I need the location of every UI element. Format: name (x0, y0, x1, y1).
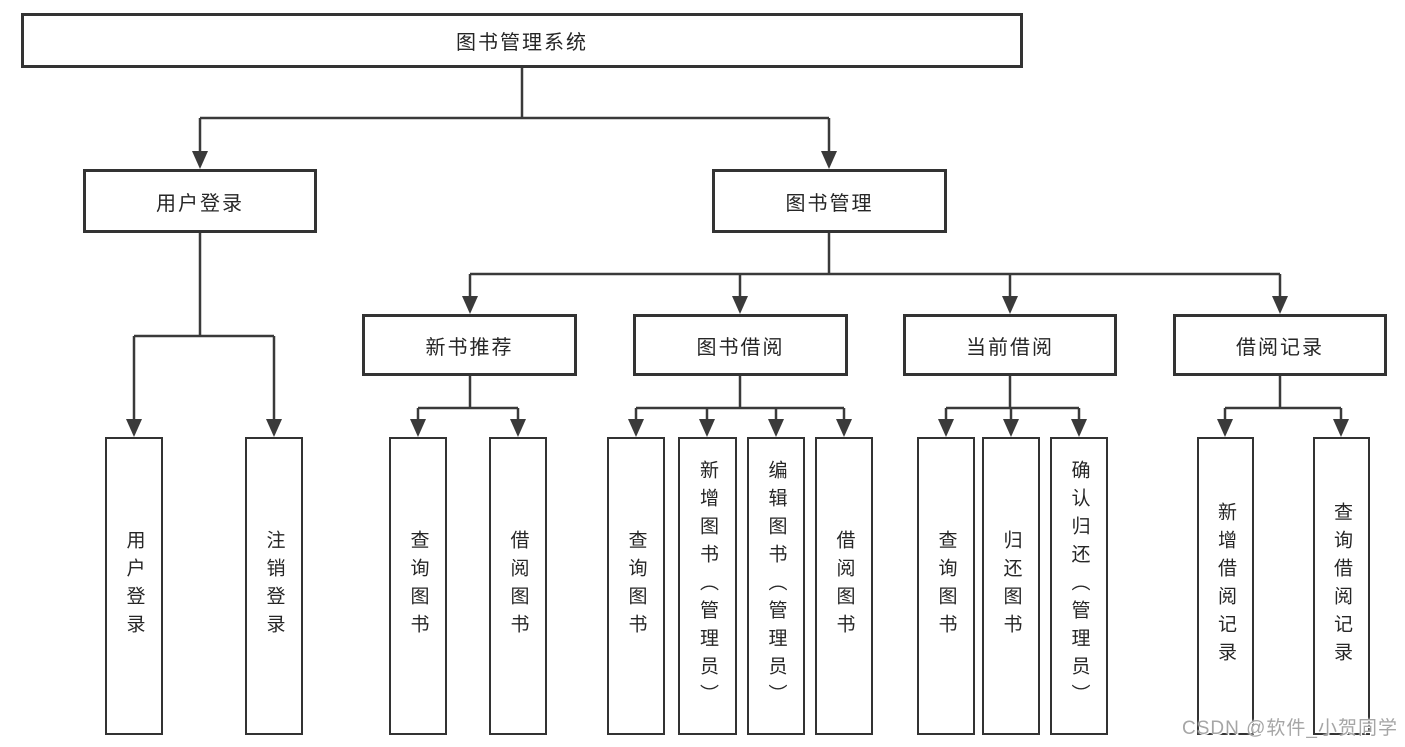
leaf-label: 查询图书 (935, 530, 957, 642)
connector-current-to-leaves (938, 376, 1087, 437)
node-book-management: 图书管理 (712, 169, 947, 233)
leaf-label: 查询图书 (625, 530, 647, 642)
leaf-label: 用户登录 (123, 530, 145, 642)
node-label: 图书管理系统 (456, 32, 588, 54)
leaf-label: 编辑图书（管理员） (765, 460, 787, 712)
leaf-label: 借阅图书 (833, 530, 855, 642)
leaf-borrow-books-recommend: 借阅图书 (489, 437, 547, 735)
node-label: 当前借阅 (966, 336, 1054, 359)
connector-newbooks-to-leaves (410, 376, 526, 437)
leaf-query-books-current: 查询图书 (917, 437, 975, 735)
node-label: 图书借阅 (696, 336, 785, 359)
csdn-watermark: CSDN @软件_小贺同学 (1182, 718, 1398, 739)
connector-bookmgmt-to-groups (462, 233, 1288, 314)
leaf-label: 归还图书 (1000, 530, 1022, 642)
leaf-label: 借阅图书 (507, 530, 529, 642)
connector-borrow-to-leaves (628, 376, 852, 437)
connector-root-to-level1 (192, 68, 837, 169)
node-label: 图书管理 (785, 192, 874, 215)
connector-login-to-leaves (126, 233, 282, 437)
leaf-add-book-admin: 新增图书（管理员） (678, 437, 737, 735)
leaf-label: 查询图书 (407, 530, 429, 642)
node-library-management-system: 图书管理系统 (21, 13, 1023, 68)
leaf-edit-book-admin: 编辑图书（管理员） (747, 437, 805, 735)
node-label: 新书推荐 (425, 336, 514, 359)
leaf-query-borrow-record: 查询借阅记录 (1313, 437, 1370, 735)
node-label: 用户登录 (156, 192, 244, 215)
connector-records-to-leaves (1217, 376, 1349, 437)
node-borrow-records: 借阅记录 (1173, 314, 1387, 376)
leaf-query-books-borrow: 查询图书 (607, 437, 665, 735)
leaf-query-books-recommend: 查询图书 (389, 437, 447, 735)
leaf-label: 新增图书（管理员） (697, 460, 718, 712)
leaf-add-borrow-record: 新增借阅记录 (1197, 437, 1254, 735)
leaf-label: 新增借阅记录 (1215, 502, 1236, 670)
node-label: 借阅记录 (1236, 336, 1324, 359)
leaf-user-login: 用户登录 (105, 437, 163, 735)
leaf-label: 查询借阅记录 (1331, 502, 1352, 670)
node-current-borrow: 当前借阅 (903, 314, 1117, 376)
node-user-login-branch: 用户登录 (83, 169, 317, 233)
leaf-label: 确认归还（管理员） (1068, 460, 1090, 712)
node-new-book-recommend: 新书推荐 (362, 314, 577, 376)
leaf-logout: 注销登录 (245, 437, 303, 735)
node-book-borrow: 图书借阅 (633, 314, 848, 376)
leaf-confirm-return-admin: 确认归还（管理员） (1050, 437, 1108, 735)
leaf-borrow-book: 借阅图书 (815, 437, 873, 735)
leaf-label: 注销登录 (263, 530, 285, 642)
leaf-return-book: 归还图书 (982, 437, 1040, 735)
